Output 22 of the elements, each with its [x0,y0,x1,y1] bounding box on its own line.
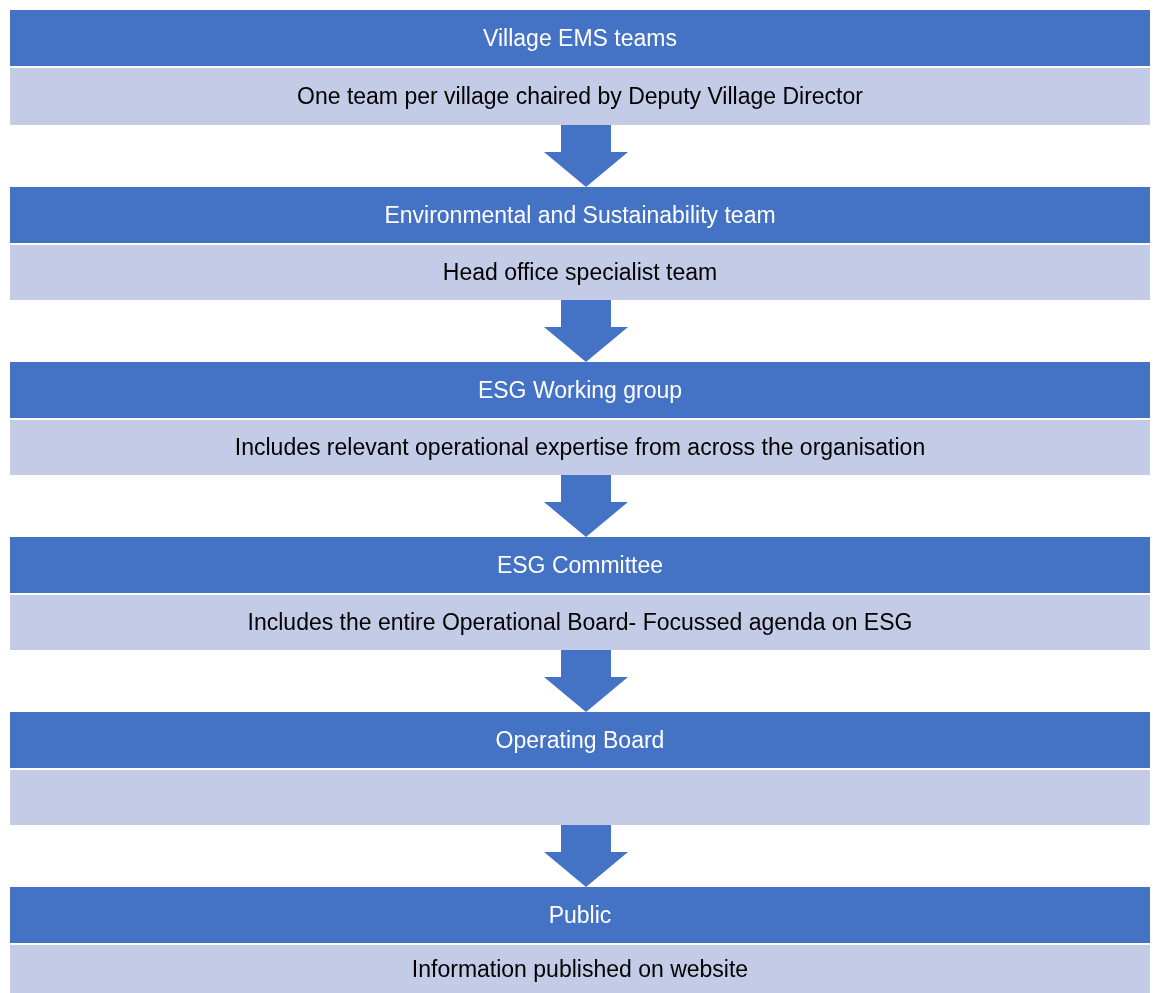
process-block [10,712,1150,825]
block-description: Information published on website [411,955,749,983]
block-arrow [544,825,628,887]
block-description: Includes relevant operational expertise from across the organisation [234,434,926,461]
block-description: Head office specialist team [442,259,718,286]
process-block [10,537,1150,650]
block-heading: ESG Committee [10,537,1150,595]
block-heading: Village EMS teams [10,10,1150,68]
process-block [10,362,1150,475]
block-heading: ESG Working group [10,362,1150,420]
block-arrow [544,300,628,362]
block-description: One team per village chaired by Deputy Village Director [297,83,863,110]
block-arrow [544,650,628,712]
block-heading: Public [10,887,1150,945]
process-block [10,10,1150,125]
block-arrow [544,125,628,187]
block-heading: Operating Board [10,712,1150,770]
block-heading: Environmental and Sustainability team [10,187,1150,245]
process-block [10,187,1150,300]
block-description: Includes the entire Operational Board- Focussed agenda on ESG [247,609,913,636]
block-arrow [544,475,628,537]
process-block [10,887,1150,993]
